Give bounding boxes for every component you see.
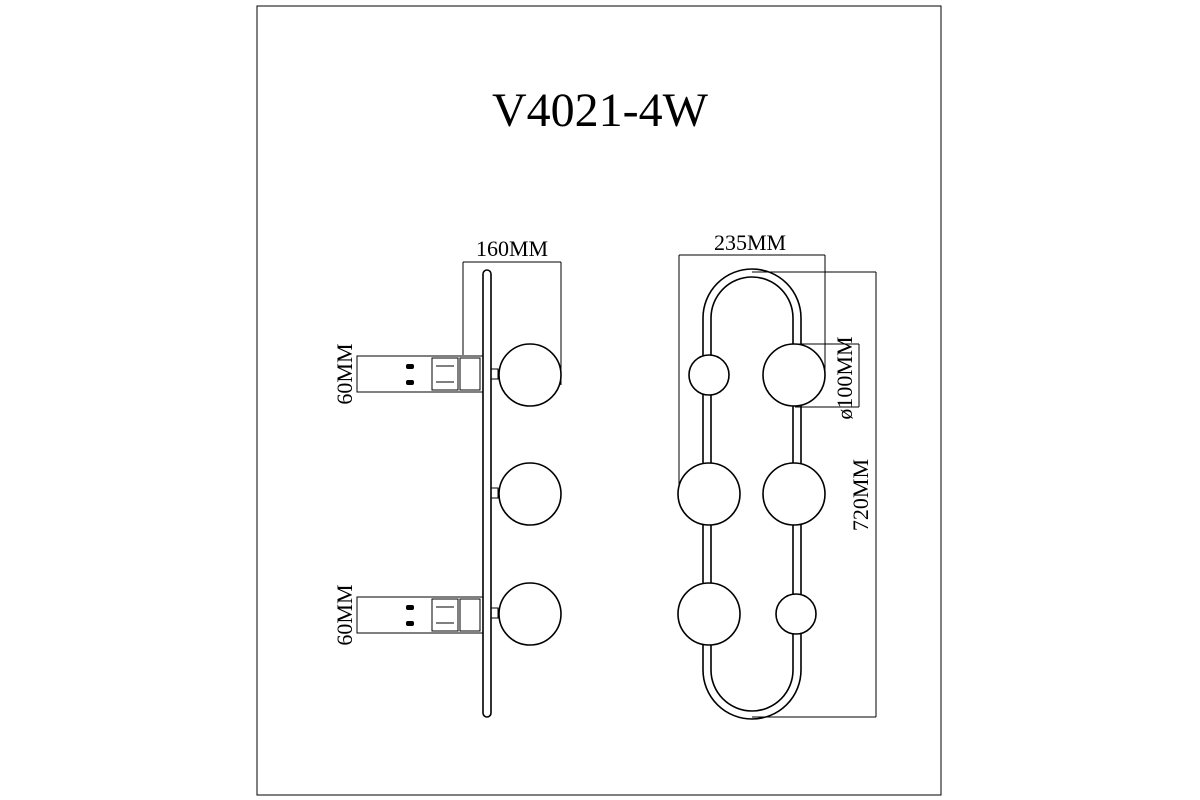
drawing-frame <box>256 5 942 796</box>
glass-globe-rear <box>775 593 817 635</box>
mount-top-bracket <box>431 357 459 391</box>
front-width-label: 235MM <box>714 230 786 255</box>
globe-socket <box>490 487 499 499</box>
glass-globe <box>498 462 562 526</box>
glass-globe <box>677 582 741 646</box>
globe-socket <box>490 607 499 619</box>
mount-bottom-plate <box>459 598 481 632</box>
mount-bottom-label: 60MM <box>332 584 357 645</box>
mount-top-plate <box>459 357 481 391</box>
side-depth-label: 160MM <box>476 236 548 261</box>
glass-globe-rear <box>688 354 730 396</box>
globe-socket <box>490 368 499 380</box>
frame-outer <box>702 268 802 720</box>
diameter-label: ø100MM <box>832 336 857 419</box>
glass-globe <box>498 582 562 646</box>
glass-globe <box>762 462 826 526</box>
frame-inner <box>710 276 794 712</box>
mount-top <box>356 355 484 393</box>
glass-globe <box>677 462 741 526</box>
model-title: V4021-4W <box>492 84 709 137</box>
screw-icon <box>406 364 454 385</box>
front-height-label: 720MM <box>848 459 873 531</box>
side-view: 160MM 60MM 60MM <box>332 236 562 718</box>
mount-bottom-bracket <box>431 598 459 632</box>
mount-bottom <box>356 596 484 634</box>
glass-globe <box>762 343 826 407</box>
screw-icon <box>406 605 454 626</box>
mount-top-label: 60MM <box>332 343 357 404</box>
front-view: 235MM 720MM ø100MM <box>677 230 877 720</box>
side-rod <box>482 269 492 718</box>
glass-globe <box>498 343 562 407</box>
